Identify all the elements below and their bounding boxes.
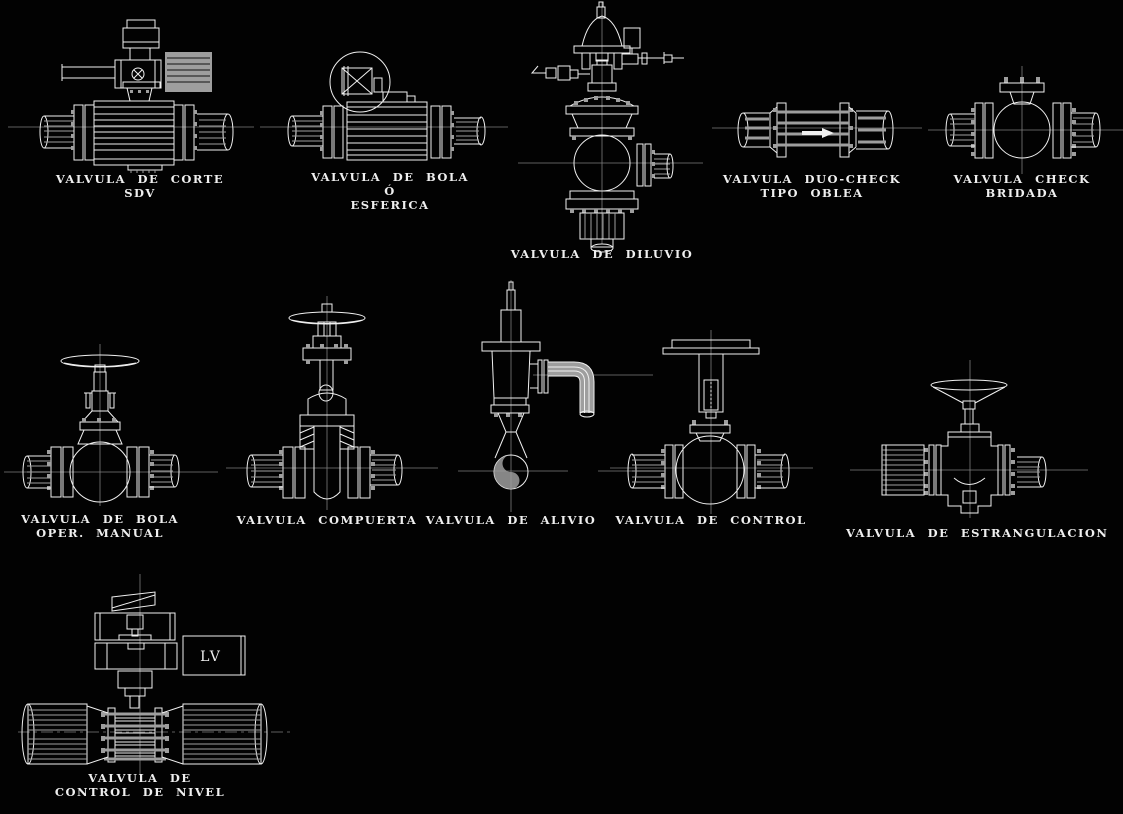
label-line: VALVULA DE BOLA — [311, 170, 469, 184]
label-line: VALVULA DE CONTROL — [615, 513, 807, 527]
label-line: VALVULA DE ALIVIO — [425, 513, 597, 527]
duo-check-wafer-valve-symbol — [712, 102, 922, 158]
deluge-valve-symbol — [518, 1, 703, 253]
label-valvula-control: VALVULA DE CONTROL — [611, 513, 811, 527]
label-valvula-bola-esferica: VALVULA DE BOLA Ó ESFERICA — [290, 170, 490, 212]
label-line: OPER. MANUAL — [36, 526, 164, 540]
relief-valve-symbol — [458, 280, 653, 512]
manual-globe-valve-symbol — [4, 344, 218, 506]
ball-valve-spherical-symbol — [260, 51, 508, 161]
label-valvula-duo-check: VALVULA DUO-CHECK TIPO OBLEA — [712, 172, 912, 200]
label-line: SDV — [124, 186, 156, 200]
label-line: VALVULA COMPUERTA — [236, 513, 418, 527]
choke-valve-symbol — [850, 360, 1088, 518]
label-line: VALVULA DE — [88, 771, 192, 785]
lv-tag-text: LV — [200, 649, 222, 665]
level-control-valve-symbol: LV — [18, 574, 293, 774]
label-line: TIPO OBLEA — [760, 186, 864, 200]
control-valve-symbol — [610, 330, 813, 514]
label-valvula-bola-manual: VALVULA DE BOLA OPER. MANUAL — [0, 512, 200, 540]
label-line: VALVULA DE CORTE — [55, 172, 225, 186]
label-valvula-check-bridada: VALVULA CHECK BRIDADA — [922, 172, 1122, 200]
label-valvula-compuerta: VALVULA COMPUERTA — [227, 513, 427, 527]
label-valvula-diluvio: VALVULA DE DILUVIO — [502, 247, 702, 261]
label-line: ESFERICA — [350, 198, 430, 212]
label-line: VALVULA CHECK — [953, 172, 1091, 186]
shutdown-ball-valve-sdv-symbol — [8, 19, 254, 173]
label-valvula-corte-sdv: VALVULA DE CORTE SDV — [40, 172, 240, 200]
gate-valve-symbol — [226, 296, 438, 510]
label-line: CONTROL DE NIVEL — [54, 785, 226, 799]
label-line: Ó — [384, 184, 396, 198]
flanged-check-valve-symbol — [928, 66, 1123, 174]
label-line: VALVULA DUO-CHECK — [722, 172, 902, 186]
label-valvula-control-nivel: VALVULA DE CONTROL DE NIVEL — [40, 771, 240, 799]
label-line: VALVULA DE DILUVIO — [510, 247, 694, 261]
label-valvula-alivio: VALVULA DE ALIVIO — [411, 513, 611, 527]
label-line: BRIDADA — [985, 186, 1059, 200]
label-valvula-estrangulacion: VALVULA DE ESTRANGULACION — [846, 526, 1109, 540]
label-line: VALVULA DE BOLA — [21, 512, 179, 526]
label-line: VALVULA DE ESTRANGULACION — [846, 526, 1109, 540]
